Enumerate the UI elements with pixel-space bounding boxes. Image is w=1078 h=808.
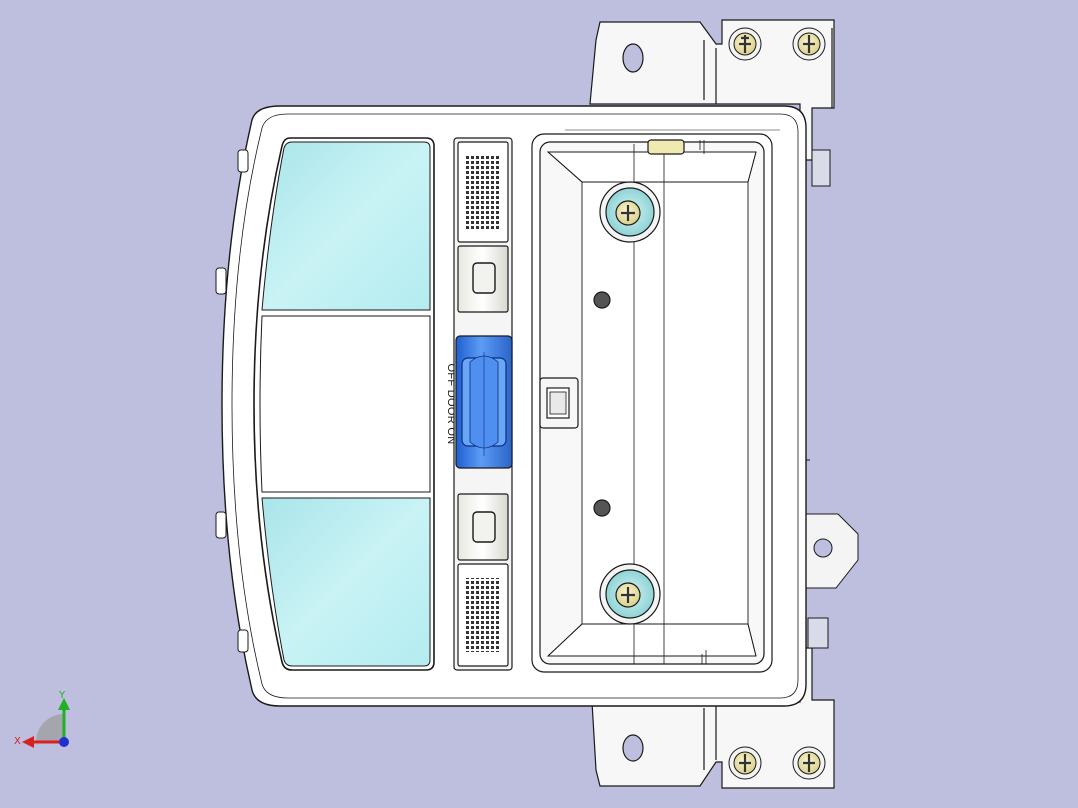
right-side-tabs [797, 149, 859, 649]
lens-upper[interactable] [261, 141, 431, 311]
axis-triad: Y X [14, 690, 70, 748]
storage-bin[interactable] [531, 129, 780, 673]
bin-screw-lower [599, 563, 661, 625]
screw-bottom-right [792, 746, 826, 780]
screw-top-right [792, 27, 826, 61]
bracket-screws [728, 27, 826, 780]
bracket-hole-bottom [622, 734, 644, 762]
y-axis-label: Y [58, 690, 66, 701]
bin-screw-upper [599, 181, 661, 243]
side-tab-hole [813, 538, 833, 558]
edge-clips [215, 149, 249, 653]
lens-lower[interactable] [261, 497, 431, 667]
speaker-grill-lower [457, 563, 509, 667]
bin-latch-top [647, 139, 685, 155]
top-bracket [589, 19, 835, 161]
door-switch[interactable] [455, 335, 513, 469]
bin-pin-upper [593, 291, 611, 309]
bracket-hole-top [622, 43, 644, 73]
lens-middle[interactable] [259, 315, 431, 493]
bin-pin-lower [593, 499, 611, 517]
bottom-bracket [591, 647, 835, 789]
map-lamp-button-lower[interactable] [457, 493, 509, 561]
z-axis-dot [59, 737, 69, 747]
screw-top-left [728, 27, 762, 61]
map-lamp-button-upper[interactable] [457, 245, 509, 313]
x-axis-label: X [14, 736, 21, 747]
bin-center-clip [539, 377, 579, 429]
screw-bottom-left [728, 746, 762, 780]
lamp-lens-panel [253, 137, 435, 671]
speaker-grill-upper [457, 141, 509, 243]
switch-column [453, 137, 513, 671]
